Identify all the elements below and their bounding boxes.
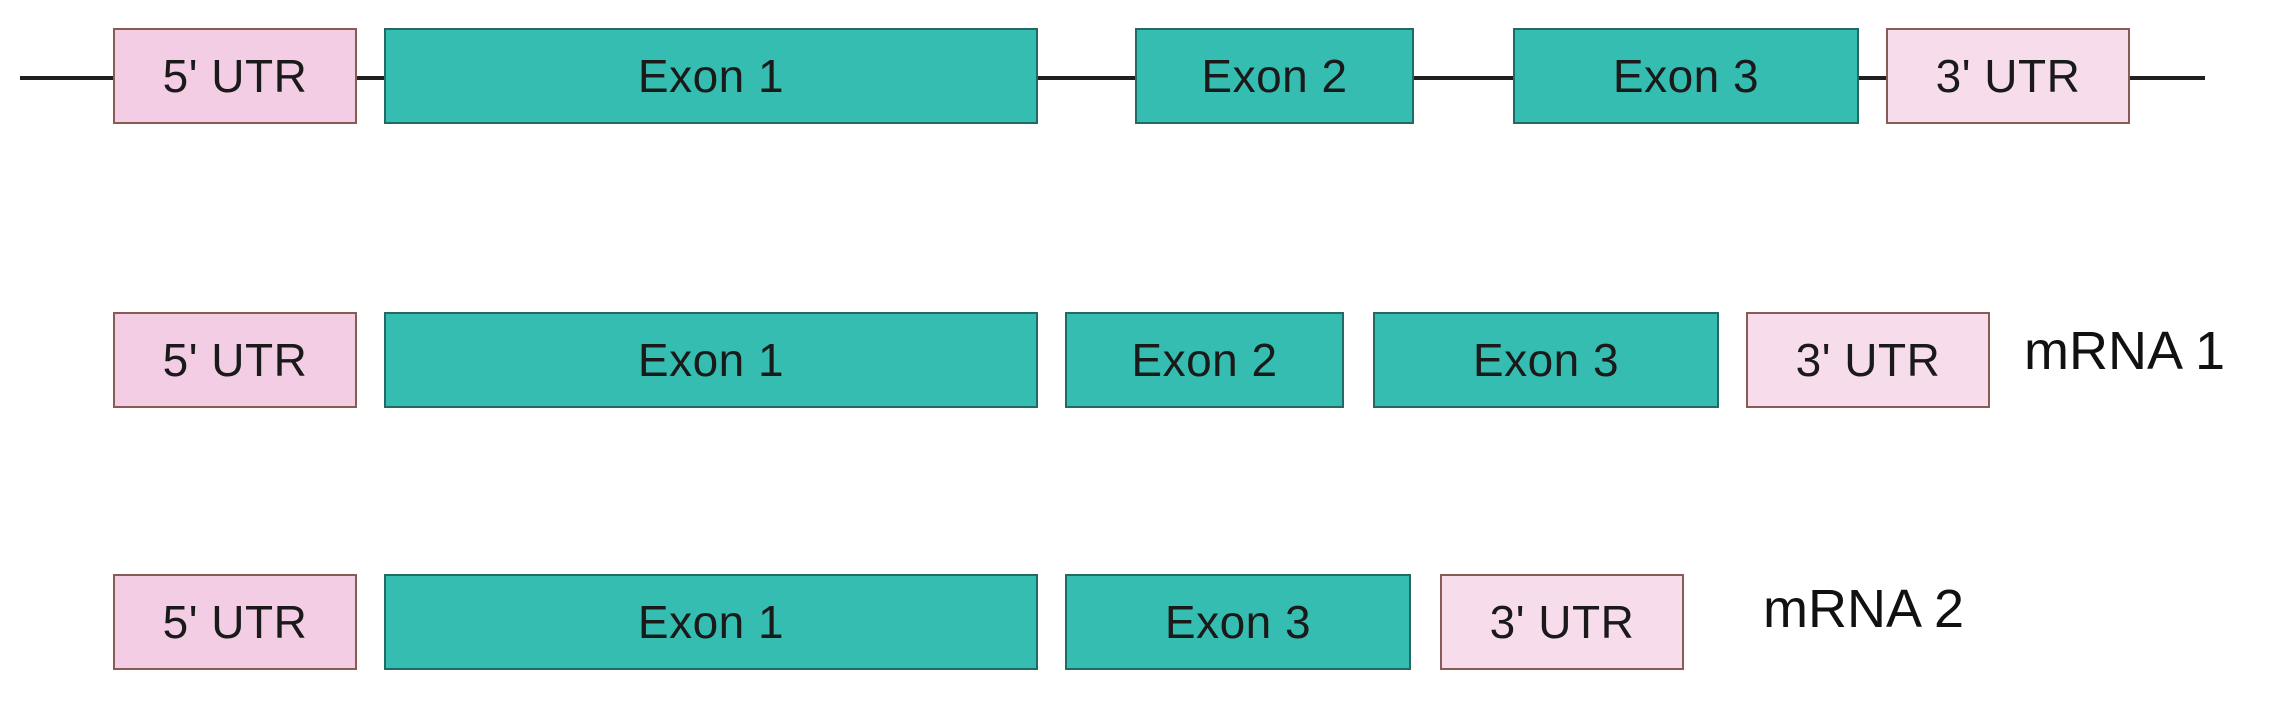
mrna1-label: mRNA 1 [2024,321,2226,381]
mrna1-3-utr: 3' UTR [1746,312,1990,408]
mrna2-row: 5' UTR Exon 1 Exon 3 3' UTR mRNA 2 [0,574,2273,674]
mrna2-5-utr: 5' UTR [113,574,357,670]
mrna1-exon-2: Exon 2 [1065,312,1344,408]
mrna1-row: 5' UTR Exon 1 Exon 2 Exon 3 3' UTR mRNA … [0,312,2273,412]
pre-mrna-3-utr: 3' UTR [1886,28,2130,124]
mrna1-5-utr: 5' UTR [113,312,357,408]
pre-mrna-exon-2: Exon 2 [1135,28,1414,124]
intron-line [20,76,2205,80]
pre-mrna-exon-1: Exon 1 [384,28,1038,124]
pre-mrna-exon-3: Exon 3 [1513,28,1859,124]
mrna2-3-utr: 3' UTR [1440,574,1684,670]
mrna2-exon-1: Exon 1 [384,574,1038,670]
pre-mrna-row: 5' UTR Exon 1 Exon 2 Exon 3 3' UTR [0,28,2273,128]
pre-mrna-5-utr: 5' UTR [113,28,357,124]
mrna1-exon-1: Exon 1 [384,312,1038,408]
mrna1-exon-3: Exon 3 [1373,312,1719,408]
mrna2-label: mRNA 2 [1763,579,1965,639]
mrna2-exon-3: Exon 3 [1065,574,1411,670]
